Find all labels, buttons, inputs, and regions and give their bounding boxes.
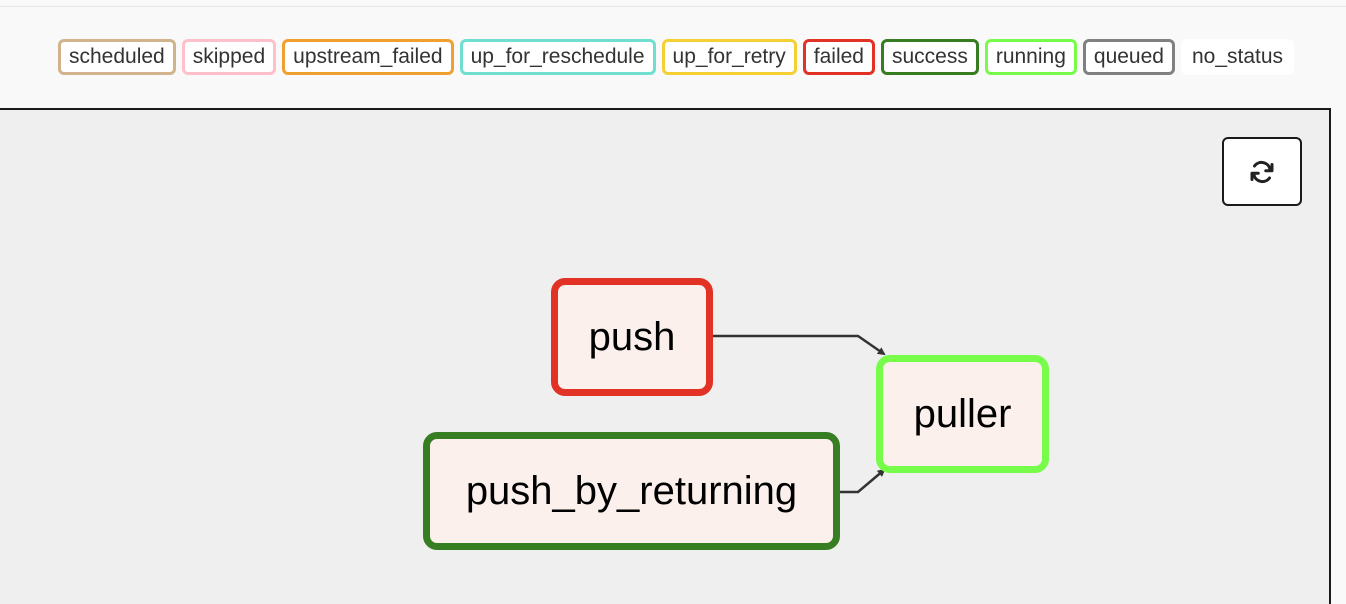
task-label: push_by_returning (465, 468, 798, 513)
legend-item-up-for-reschedule[interactable]: up_for_reschedule (459, 39, 656, 75)
legend-item-skipped[interactable]: skipped (181, 39, 277, 75)
legend-item-queued[interactable]: queued (1082, 39, 1175, 75)
refresh-button[interactable] (1222, 137, 1302, 206)
task-node-push-by-returning[interactable]: push_by_returning (423, 432, 840, 550)
task-label: push (588, 314, 676, 359)
task-node-push[interactable]: push (551, 278, 713, 396)
legend-item-success[interactable]: success (880, 39, 979, 75)
legend-item-up-for-retry[interactable]: up_for_retry (661, 39, 797, 75)
legend-item-no-status[interactable]: no_status (1180, 39, 1295, 75)
state-legend: scheduled skipped upstream_failed up_for… (58, 39, 1295, 75)
task-node-puller[interactable]: puller (876, 355, 1049, 473)
legend-item-upstream-failed[interactable]: upstream_failed (282, 39, 454, 75)
refresh-icon (1250, 160, 1274, 183)
top-divider (0, 6, 1346, 7)
task-label: puller (913, 391, 1012, 436)
legend-item-running[interactable]: running (984, 39, 1077, 75)
legend-item-failed[interactable]: failed (802, 39, 875, 75)
legend-item-scheduled[interactable]: scheduled (58, 39, 176, 75)
